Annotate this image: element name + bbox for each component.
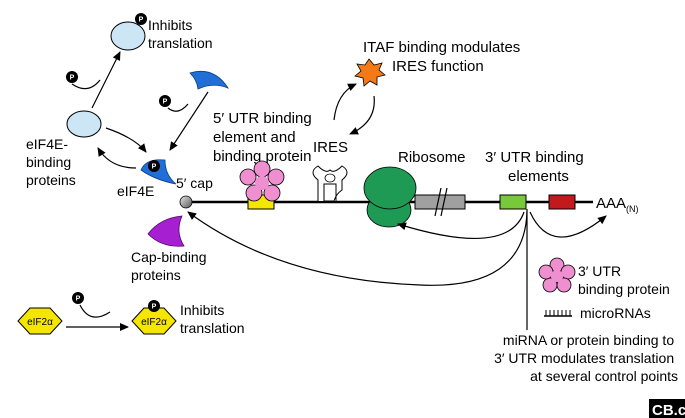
eif2a-phospho-label: eIF2α xyxy=(141,317,167,328)
inhibits-translation-bottom: Inhibits translation xyxy=(180,302,245,336)
ribosome-large-subunit xyxy=(363,166,417,210)
ires-label: IRES xyxy=(313,139,348,156)
five-prime-cap xyxy=(179,195,193,209)
three-utr-to-polya-arrow xyxy=(529,211,607,238)
eif2a-phospho-shape xyxy=(131,307,177,335)
phospho-label: P xyxy=(152,304,157,311)
itaf-label: ITAF binding modulates IRES function xyxy=(363,39,524,75)
phospho-icon xyxy=(159,95,171,107)
itaf-star-shape xyxy=(354,58,386,87)
binding-arrow xyxy=(105,127,147,153)
ires-hairpin xyxy=(312,165,348,202)
poly-a-label: AAA xyxy=(596,195,626,212)
micrornas-label: microRNAs xyxy=(580,305,651,321)
journal-logo-text: CB.c xyxy=(652,402,685,418)
three-utr-to-ribosome-arrow xyxy=(397,211,525,239)
phospho-icon xyxy=(135,13,147,25)
eif4e-free-shape xyxy=(189,70,230,90)
phospho-curve-arrow xyxy=(71,79,101,90)
release-arrow xyxy=(97,147,137,169)
phospho-icon xyxy=(148,160,160,172)
cap-binding-proteins-label: Cap-binding proteins xyxy=(131,249,210,283)
itaf-binding-arrow xyxy=(333,83,357,121)
inhibits-translation-top: Inhibits translation xyxy=(148,17,213,51)
phospho-label: P xyxy=(152,164,157,171)
break-mark xyxy=(440,187,448,217)
phospho-icon xyxy=(66,71,78,83)
phospho-label: P xyxy=(70,75,75,82)
five-cap-label: 5′ cap xyxy=(176,175,213,191)
eif4ebp-shape xyxy=(66,110,102,138)
three-utr-elements-label: 3′ UTR binding elements xyxy=(485,149,588,185)
break-mark xyxy=(434,187,442,217)
phosphorylation-arrow xyxy=(169,91,209,151)
phospho-icon xyxy=(148,300,160,312)
phospho-label: P xyxy=(76,296,81,303)
itaf-release-arrow xyxy=(349,95,375,135)
phospho-curve-arrow xyxy=(79,304,111,318)
eif2a-shape xyxy=(17,307,63,335)
three-utr-element-red xyxy=(548,194,576,210)
three-utr-binding-protein-label: 3′ UTR binding protein xyxy=(578,263,670,297)
phosphorylation-arrow xyxy=(91,51,121,109)
three-utr-binding-protein xyxy=(538,257,576,293)
ribosome-label: Ribosome xyxy=(398,149,466,166)
phospho-icon xyxy=(72,292,84,304)
five-utr-binding-protein xyxy=(239,160,285,202)
eif4ebp-phospho-shape xyxy=(110,21,146,51)
eif2a-label: eIF2α xyxy=(27,317,53,328)
ires-loop xyxy=(324,173,336,183)
eif4e-label: eIF4E xyxy=(117,183,154,199)
three-utr-to-cap-arrow xyxy=(187,210,528,286)
phospho-label: P xyxy=(163,99,168,106)
microrna-icon xyxy=(544,310,572,317)
phospho-curve-arrow xyxy=(167,103,189,112)
three-utr-element-green xyxy=(499,194,527,210)
coding-region xyxy=(414,194,466,210)
poly-a-subscript: (N) xyxy=(626,204,639,214)
eif4e-binding-proteins-label: eIF4E- binding proteins xyxy=(26,136,76,188)
phospho-label: P xyxy=(139,17,144,24)
mirna-regulation-text: miRNA or protein binding to 3′ UTR modul… xyxy=(494,332,678,384)
cap-binding-protein-shape xyxy=(147,215,185,247)
journal-logo xyxy=(649,399,685,418)
five-utr-label: 5′ UTR binding element and binding prote… xyxy=(213,110,316,165)
